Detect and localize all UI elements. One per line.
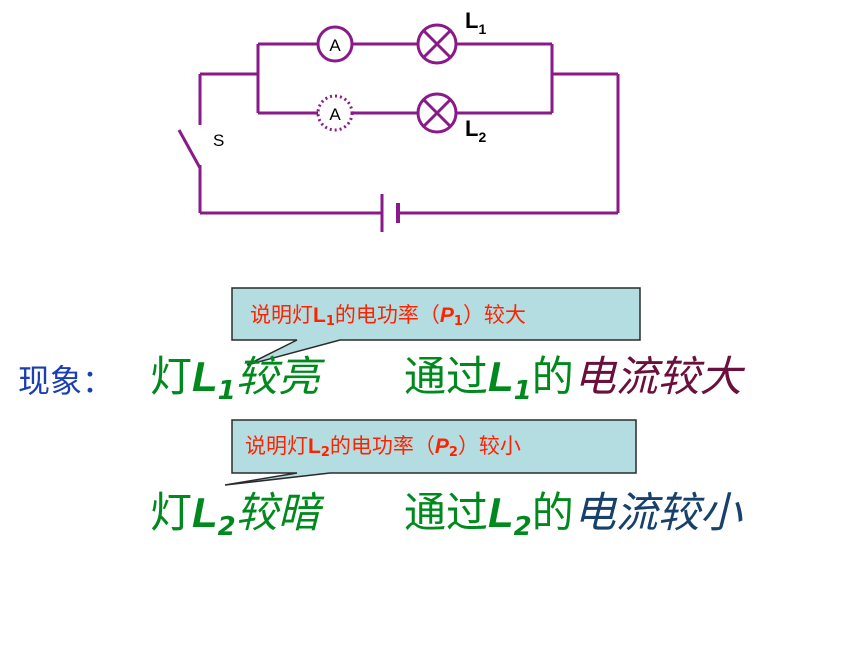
callout-1-power-symbol: P (439, 304, 454, 327)
row-1-flow-sub: 1 (513, 376, 532, 406)
row-1-lamp-symbol: L (192, 353, 218, 400)
lamp-l2-label: L2 (465, 116, 486, 145)
observation-row-2-current: 通过L2的电流较小 (404, 489, 742, 542)
callout-2-pre: 说明灯 (245, 434, 308, 458)
observation-row-1-current: 通过L1的电流较大 (404, 353, 742, 406)
callout-1-text: 说明灯L1的电功率（P1）较大 (250, 299, 526, 329)
row-2-current-result: 电流较小 (573, 488, 742, 537)
callout-1-symbol: L (313, 304, 326, 327)
ammeter-bottom-label: A (329, 105, 341, 124)
callout-2-sub: 2 (320, 445, 330, 460)
row-1-flow-symbol: L (488, 353, 514, 400)
row-1-lamp-prefix: 灯 (150, 352, 193, 401)
callout-2-mid: 的电功率（ (329, 434, 435, 458)
callout-2-power-sub: 2 (448, 445, 458, 460)
circuit-wires (177, 42, 620, 215)
callout-1-pre: 说明灯 (250, 303, 313, 327)
row-2-lamp-state: 较暗 (235, 488, 320, 537)
callout-2-power-symbol: P (434, 435, 449, 458)
lamp-l1-label: L1 (465, 8, 486, 37)
row-1-flow-de: 的 (531, 352, 574, 401)
row-1-current-result: 电流较大 (573, 352, 742, 401)
circuit-diagram: A A S L1 L2 (177, 8, 620, 232)
callout-1-power-sub: 1 (453, 314, 463, 329)
row-1-lamp-sub: 1 (217, 376, 236, 406)
callout-1-sub: 1 (325, 314, 335, 329)
row-1-flow-prefix: 通过 (404, 352, 489, 401)
lamp-l1-icon (416, 23, 458, 65)
row-2-lamp-prefix: 灯 (150, 488, 193, 537)
observation-row-2: 灯L2较暗 (150, 489, 320, 542)
switch-blade (177, 129, 202, 169)
row-2-lamp-symbol: L (192, 489, 218, 536)
callout-2-post: ）较小 (457, 434, 521, 458)
callout-2-text: 说明灯L2的电功率（P2）较小 (245, 430, 521, 460)
callout-1-post: ）较大 (462, 303, 526, 327)
row-2-flow-de: 的 (531, 488, 574, 537)
observation-row-1: 灯L1较亮 (150, 353, 320, 406)
callout-2-symbol: L (308, 435, 321, 458)
battery-symbol (380, 194, 400, 232)
row-2-flow-prefix: 通过 (404, 488, 489, 537)
row-2-flow-symbol: L (488, 489, 514, 536)
callout-1-mid: 的电功率（ (334, 303, 440, 327)
ammeter-top: A (316, 25, 354, 63)
row-2-lamp-sub: 2 (217, 512, 236, 542)
ammeter-bottom-dotted: A (316, 94, 354, 132)
row-2-flow-sub: 2 (513, 512, 532, 542)
switch-label: S (213, 131, 224, 150)
phenomenon-heading: 现象： (18, 362, 115, 400)
row-1-lamp-state: 较亮 (235, 352, 320, 401)
lamp-l2-icon (416, 92, 458, 134)
ammeter-top-label: A (329, 36, 341, 55)
